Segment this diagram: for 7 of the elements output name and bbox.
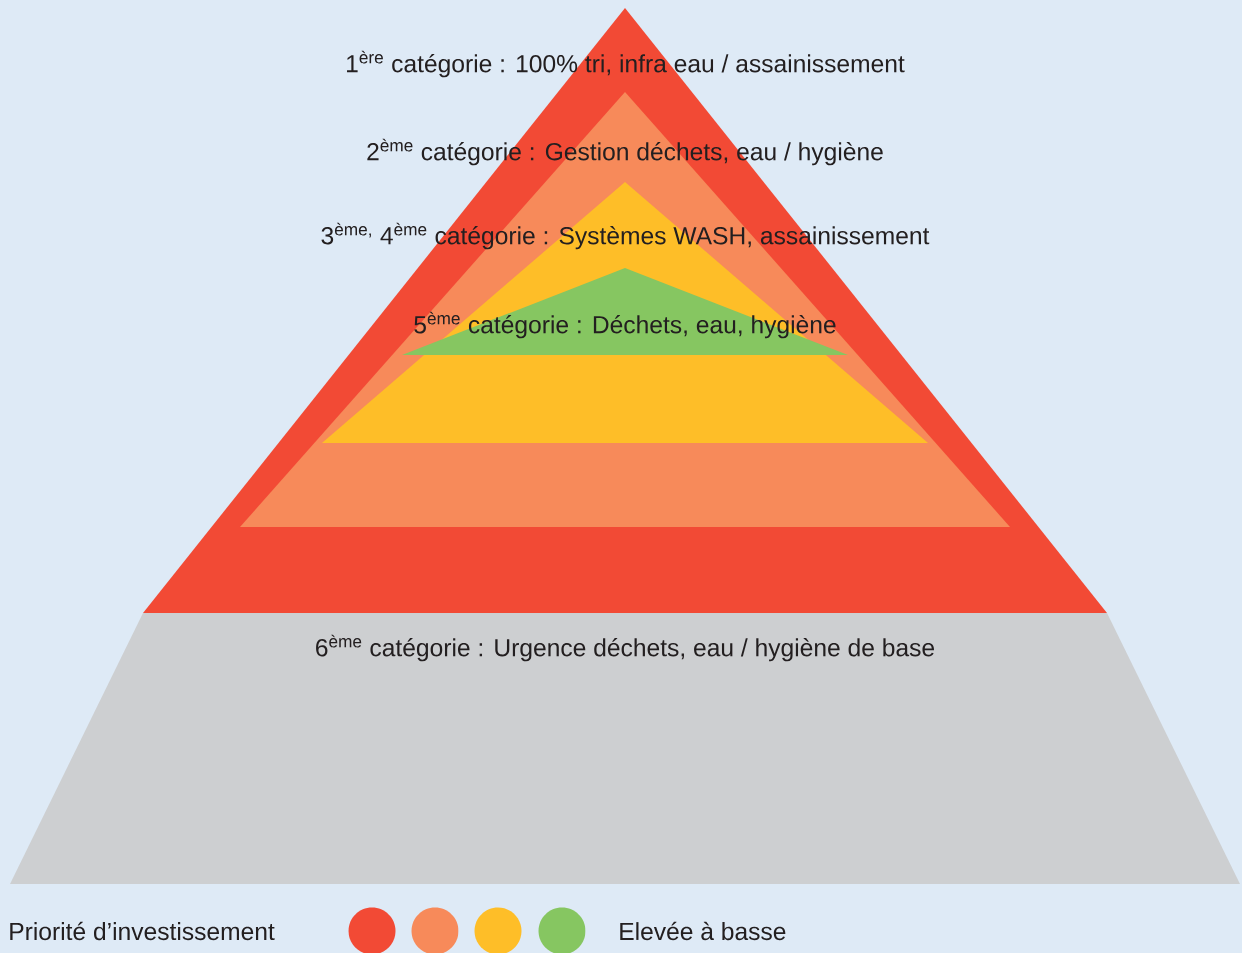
tier-label: 6$^{ème}$ catégorie : Urgence déchets, eau / hygiène de base — [316, 634, 934, 662]
pyramid-tier — [10, 613, 1240, 884]
scale-label: Elevée à basse — [620, 921, 786, 941]
tier-label: 5$^{ème}$ catégorie : Déchets, eau, hygiène — [414, 311, 836, 339]
tier-label: 1$^{ère}$ catégorie : 100% tri, infra eau / assainissement — [347, 50, 905, 78]
scale-label: Priorité d’investissement — [10, 921, 275, 941]
pyramid-tier — [402, 268, 848, 355]
